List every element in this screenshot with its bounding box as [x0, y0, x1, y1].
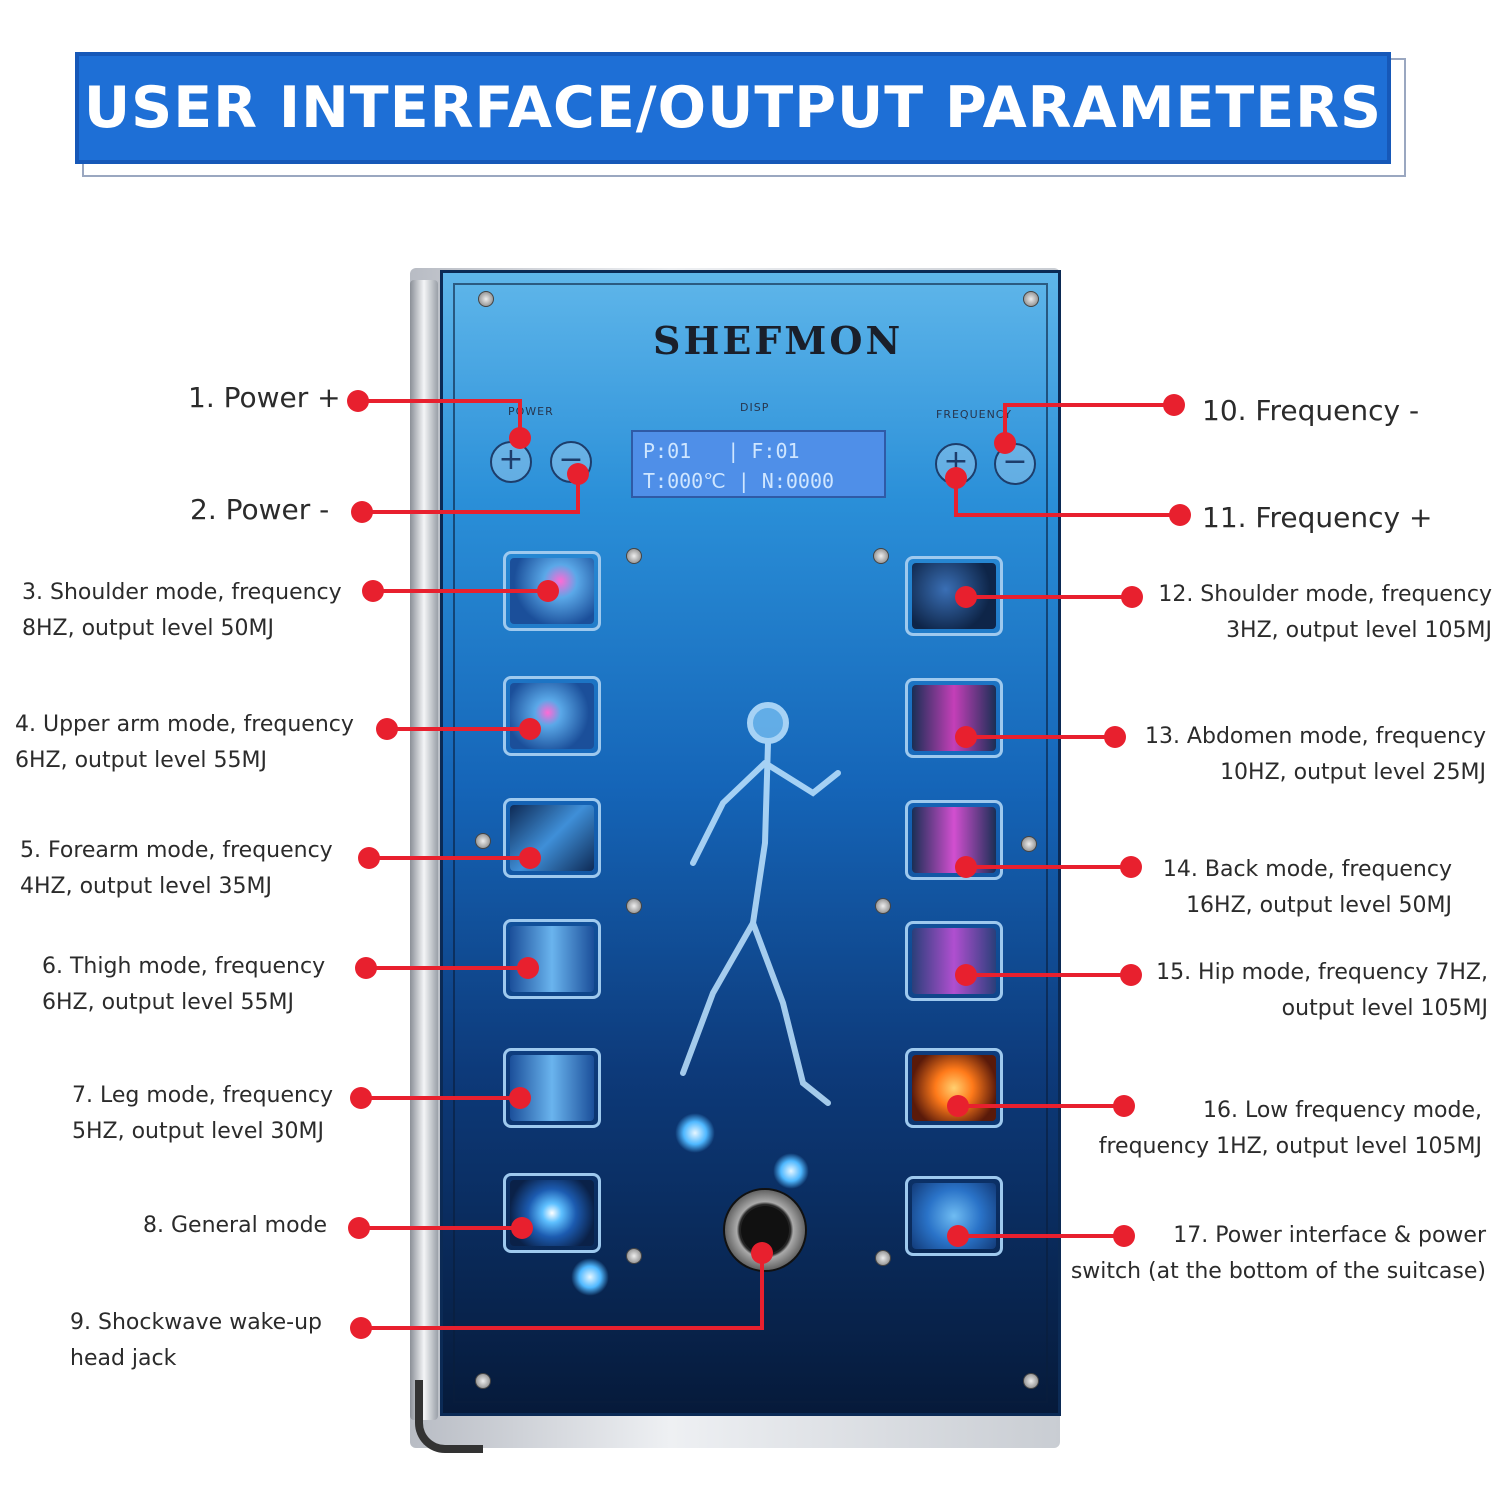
title-banner: USER INTERFACE/OUTPUT PARAMETERS [75, 52, 1391, 164]
screw-icon [875, 898, 891, 914]
back-icon [912, 807, 996, 873]
lcd-display: P:01 | F:01 T:000℃ | N:0000 [631, 430, 886, 498]
callout-hip-mode: 15. Hip mode, frequency 7HZ,output level… [1156, 960, 1488, 1021]
screw-icon [478, 291, 494, 307]
page-title: USER INTERFACE/OUTPUT PARAMETERS [83, 75, 1383, 141]
lcd-line-1: P:01 | F:01 [643, 439, 800, 463]
callout-power-minus: 2. Power - [190, 493, 330, 526]
light-dot [675, 1113, 715, 1153]
abdomen-mode-button[interactable] [905, 678, 1003, 758]
callout-power-plus: 1. Power + [188, 381, 341, 414]
light-dot [773, 1153, 809, 1189]
disp-label: DISP [740, 401, 770, 414]
callout-general-mode: 8. General mode [143, 1213, 328, 1238]
screw-icon [1021, 836, 1037, 852]
frequency-label: FREQUENCY [936, 408, 1013, 421]
panel-frame [453, 283, 1048, 1403]
suitcase-corner [415, 1380, 483, 1453]
hip-icon [912, 928, 996, 994]
runner-figure [680, 702, 841, 1106]
screw-icon [1023, 291, 1039, 307]
brand-logo: SHEFMON [653, 318, 904, 363]
screw-icon [475, 1373, 491, 1389]
callout-low-frequency-mode: 16. Low frequency mode,frequency 1HZ, ou… [1098, 1098, 1482, 1159]
upper-arm-mode-button[interactable] [503, 676, 601, 756]
lcd-line-2: T:000℃ | N:0000 [643, 469, 835, 493]
control-panel: SHEFMON POWER DISP FREQUENCY P:01 | F:01… [440, 270, 1061, 1416]
hip-mode-button[interactable] [905, 921, 1003, 1001]
screw-icon [626, 1248, 642, 1264]
screw-icon [475, 833, 491, 849]
abdomen-icon [912, 685, 996, 751]
power-plus-button[interactable]: + [490, 441, 532, 483]
screw-icon [873, 548, 889, 564]
back-mode-button[interactable] [905, 800, 1003, 880]
callout-frequency-minus: 10. Frequency - [1202, 394, 1420, 427]
callout-frequency-plus: 11. Frequency + [1202, 501, 1433, 534]
screw-icon [875, 1250, 891, 1266]
light-dot [571, 1258, 609, 1296]
screw-icon [626, 898, 642, 914]
screw-icon [1023, 1373, 1039, 1389]
screw-icon [626, 548, 642, 564]
